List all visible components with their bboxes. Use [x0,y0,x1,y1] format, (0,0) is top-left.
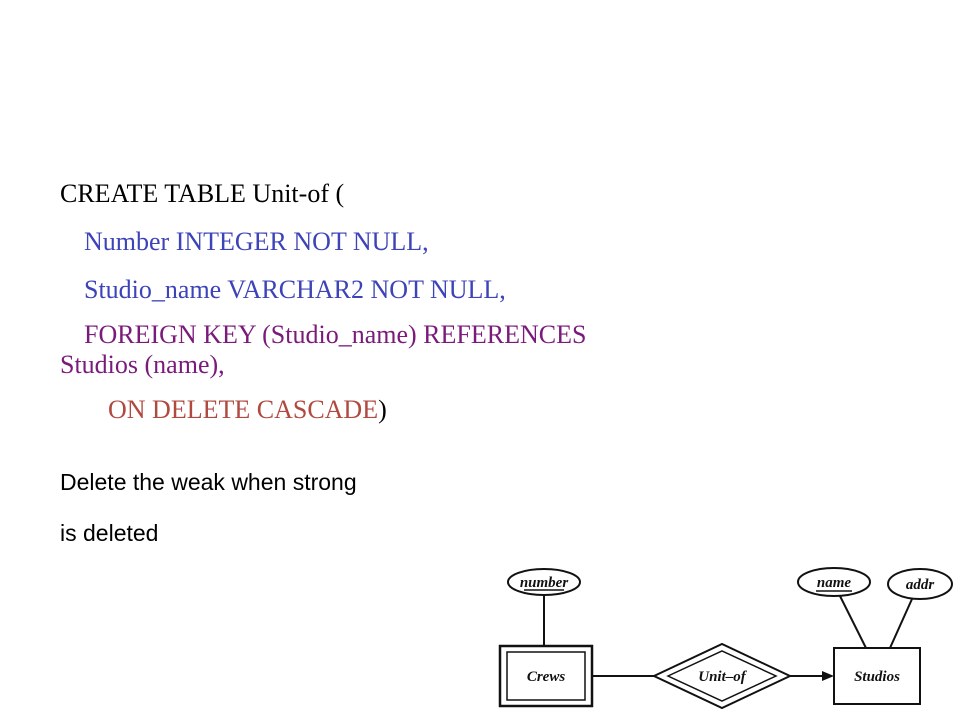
sql-closing-paren: ) [378,395,387,424]
note-line-1: Delete the weak when strong [60,469,357,495]
attribute-name-label: name [817,575,852,591]
edge-addr-studios [889,598,913,649]
sql-code-block: CREATE TABLE Unit-of ( Number INTEGER NO… [60,176,920,440]
sql-foreign-key-line: FOREIGN KEY (Studio_name) REFERENCES Stu… [60,320,920,380]
er-diagram: number Crews Unit–of Studios name [498,567,953,710]
explanation-note: Delete the weak when strong is deleted [60,468,357,570]
weak-entity-crews: Crews [498,644,594,708]
attribute-addr-label: addr [906,577,935,593]
entity-crews-label: Crews [527,669,566,685]
relationship-unit-of-label: Unit–of [698,669,748,685]
sql-foreign-key-clause: FOREIGN KEY (Studio_name) REFERENCES [84,320,587,349]
sql-references-target: Studios (name), [60,350,225,379]
sql-studio-name-column-line: Studio_name VARCHAR2 NOT NULL, [84,275,506,304]
attribute-number: number [507,568,581,596]
weak-relationship-unit-of: Unit–of [651,642,793,710]
note-line-2: is deleted [60,520,159,546]
sql-create-table-line: CREATE TABLE Unit-of ( [60,179,345,208]
sql-number-column-line: Number INTEGER NOT NULL, [84,227,429,256]
attribute-addr: addr [887,568,953,600]
sql-on-delete-cascade: ON DELETE CASCADE [108,395,379,424]
sql-on-delete-line: ON DELETE CASCADE) [60,392,920,428]
attribute-number-label: number [520,575,569,591]
attribute-name: name [797,567,871,597]
entity-studios-label: Studios [854,669,900,685]
edge-name-studios [839,595,867,649]
entity-studios: Studios [833,647,921,705]
arrowhead-icon [822,671,834,681]
